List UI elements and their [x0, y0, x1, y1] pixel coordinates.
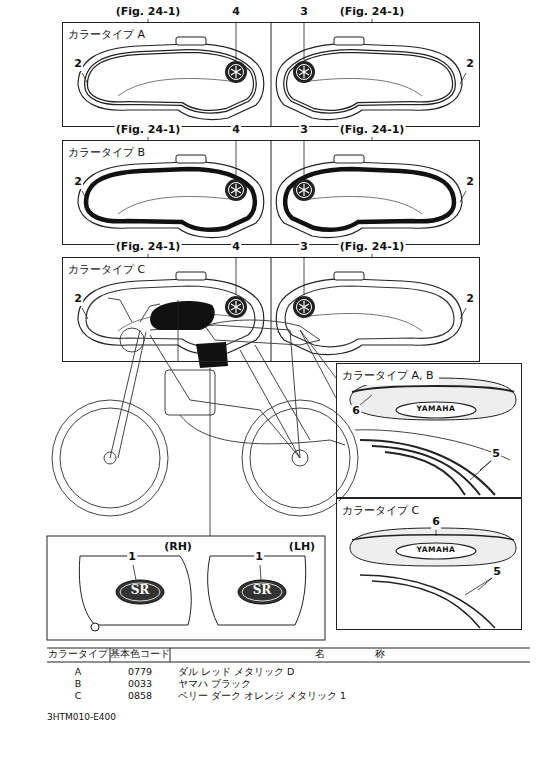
figure-ref: (Fig. 24-1) [339, 124, 406, 137]
table-cell: B [75, 679, 82, 690]
callout-number: 5 [492, 566, 502, 579]
callout-number: 4 [231, 124, 241, 137]
table-cell: ベリー ダーク オレンジ メタリック 1 [178, 691, 346, 702]
table-header: 基本色コード [110, 649, 170, 660]
callout-number: 2 [465, 58, 475, 71]
color-type-panel: カラータイプ C [336, 498, 522, 630]
table-cell: A [75, 667, 82, 678]
figure-ref: (Fig. 24-1) [339, 6, 406, 19]
callout-number: 4 [231, 241, 241, 254]
figure-ref: (Fig. 24-1) [115, 241, 182, 254]
table-cell: 0858 [128, 691, 152, 702]
callout-number: 2 [465, 176, 475, 189]
callout-number: 5 [491, 448, 501, 461]
color-type-panel: カラータイプ A [62, 22, 480, 127]
table-header: カラータイプ [48, 649, 108, 660]
color-type-panel: カラータイプ A, B [336, 363, 522, 498]
table-cell: ヤマハ ブラック [178, 679, 251, 690]
drawing-code: 3HTM010-E400 [47, 712, 116, 722]
callout-number: 6 [351, 405, 361, 418]
callout-number: 3 [299, 6, 309, 19]
callout-number: 1 [127, 551, 137, 564]
table-header: 名 称 [315, 649, 385, 660]
panel-heading: カラータイプ A [63, 25, 150, 44]
callout-number: 2 [73, 293, 83, 306]
callout-number: 6 [431, 516, 441, 529]
panel-heading: カラータイプ B [63, 143, 150, 162]
panel-heading: カラータイプ C [337, 501, 424, 520]
table-cell: C [75, 691, 82, 702]
callout-number: 3 [299, 124, 309, 137]
color-type-panel: カラータイプ C [62, 257, 480, 362]
callout-number: 2 [73, 176, 83, 189]
figure-ref: (Fig. 24-1) [115, 124, 182, 137]
table-cell: 0033 [128, 679, 152, 690]
emblem-text: SR [131, 584, 150, 598]
callout-number: 1 [254, 551, 264, 564]
callout-number: 3 [299, 241, 309, 254]
panel-heading: カラータイプ C [63, 260, 150, 279]
figure-ref: (Fig. 24-1) [339, 241, 406, 254]
table-cell: 0779 [128, 667, 152, 678]
table-cell: ダル レッド メタリック D [178, 667, 294, 678]
figure-ref: (Fig. 24-1) [115, 6, 182, 19]
callout-number: 2 [465, 293, 475, 306]
emblem-text: YAMAHA [417, 546, 456, 555]
panel-heading: カラータイプ A, B [337, 366, 439, 385]
callout-number: 4 [231, 6, 241, 19]
side-label: (RH) [163, 541, 193, 554]
callout-number: 2 [73, 58, 83, 71]
side-label: (LH) [288, 541, 316, 554]
color-type-panel: カラータイプ B [62, 140, 480, 245]
emblem-text: SR [253, 584, 272, 598]
emblem-text: YAMAHA [417, 405, 456, 414]
